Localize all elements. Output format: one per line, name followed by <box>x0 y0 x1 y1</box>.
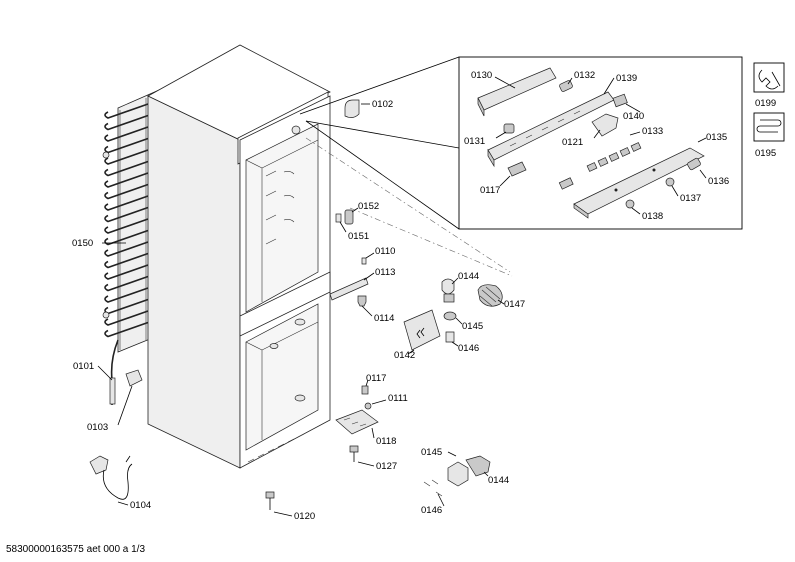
label-0132: 0132 <box>574 70 595 81</box>
coil-loop <box>104 160 149 177</box>
coil-loop <box>104 310 149 326</box>
coil-loop <box>104 206 149 223</box>
part-0103: 0103 <box>87 369 143 433</box>
label-0103: 0103 <box>87 422 108 433</box>
coil-loop <box>104 103 149 119</box>
panel-button <box>630 142 642 152</box>
label-0144-lower: 0144 <box>488 475 509 486</box>
label-0144-top: 0144 <box>458 271 479 282</box>
coil-loop <box>104 287 149 303</box>
part-0145-lower: 0145 <box>421 447 469 487</box>
label-0111: 0111 <box>388 393 408 404</box>
part-0111: 0111 <box>364 393 408 410</box>
part-0144-top: 0144 <box>441 271 479 303</box>
label-0145-top: 0145 <box>462 321 483 332</box>
label-0138: 0138 <box>642 211 663 222</box>
panel-button <box>597 157 609 167</box>
label-0152: 0152 <box>358 201 379 212</box>
label-0145-lower: 0145 <box>421 447 442 458</box>
part-0145-top: 0145 <box>443 311 483 332</box>
label-0101: 0101 <box>73 361 94 372</box>
label-0118: 0118 <box>376 436 396 447</box>
label-0146-top: 0146 <box>458 343 479 354</box>
part-0152: 0152 <box>344 201 379 225</box>
label-0114: 0114 <box>374 313 394 324</box>
coil-loop <box>104 218 149 234</box>
part-0142: 0142 <box>394 309 441 361</box>
part-0120: 0120 <box>265 491 315 522</box>
label-0199: 0199 <box>755 98 776 109</box>
part-0150: 0150 <box>72 238 126 249</box>
part-0101: 0101 <box>73 339 119 405</box>
coil-loop <box>104 321 149 338</box>
part-0110: 0110 <box>361 246 395 265</box>
part-0147: 0147 <box>477 284 525 310</box>
label-0117-lower: 0117 <box>366 373 386 384</box>
label-0151: 0151 <box>348 231 369 242</box>
label-0136: 0136 <box>708 176 729 187</box>
wrench-icon: 0199 <box>753 62 785 109</box>
control-panel-inset: 0130 0132 0139 0140 0131 0121 0133 0117 <box>299 56 743 230</box>
footer-reference: 58300000163575 aet 000 a 1/3 <box>6 544 145 555</box>
part-0118: 0118 <box>335 409 396 447</box>
coil-loop <box>104 126 149 142</box>
part-0102: 0102 <box>344 99 393 118</box>
label-0102: 0102 <box>372 99 393 110</box>
coil-loop <box>104 252 149 269</box>
label-0139: 0139 <box>616 73 637 84</box>
coil-loop <box>104 149 149 165</box>
coil-loop <box>104 195 149 211</box>
coil-icon: 0195 <box>753 112 785 159</box>
label-0104: 0104 <box>130 500 151 511</box>
label-0137: 0137 <box>680 193 701 204</box>
label-0120: 0120 <box>294 511 315 522</box>
coil-loop <box>104 114 149 131</box>
part-0144-lower: 0144 <box>465 455 509 486</box>
label-0135: 0135 <box>706 132 727 143</box>
label-0113: 0113 <box>375 267 395 278</box>
coil-loop <box>104 229 149 246</box>
part-0114: 0114 <box>357 295 394 324</box>
label-0146-lower: 0146 <box>421 505 442 516</box>
coil-loop <box>104 241 149 257</box>
label-0133: 0133 <box>642 126 663 137</box>
label-0130: 0130 <box>471 70 492 81</box>
label-0150: 0150 <box>72 238 93 249</box>
panel-button <box>608 152 620 162</box>
label-0117-inset: 0117 <box>480 185 500 196</box>
panel-button <box>586 162 598 172</box>
part-0104: 0104 <box>89 455 151 511</box>
fridge-cabinet <box>102 44 331 469</box>
part-0146-lower: 0146 <box>421 479 445 516</box>
part-0127: 0127 <box>349 445 397 472</box>
part-0151: 0151 <box>335 213 369 242</box>
label-0127: 0127 <box>376 461 397 472</box>
label-0121: 0121 <box>562 137 583 148</box>
label-0131: 0131 <box>464 136 485 147</box>
coil-loop <box>104 183 149 200</box>
label-0140: 0140 <box>623 111 644 122</box>
label-0195: 0195 <box>755 148 776 159</box>
label-0147: 0147 <box>504 299 525 310</box>
coil-loop <box>104 264 149 280</box>
label-0110: 0110 <box>375 246 395 257</box>
part-0113: 0113 <box>329 267 395 301</box>
part-0117-lower: 0117 <box>361 373 386 395</box>
coil-loop <box>104 275 149 292</box>
coil-loop <box>104 172 149 188</box>
label-0142: 0142 <box>394 350 415 361</box>
part-0146-top: 0146 <box>445 331 479 354</box>
panel-button <box>558 177 574 190</box>
panel-button <box>619 147 631 157</box>
